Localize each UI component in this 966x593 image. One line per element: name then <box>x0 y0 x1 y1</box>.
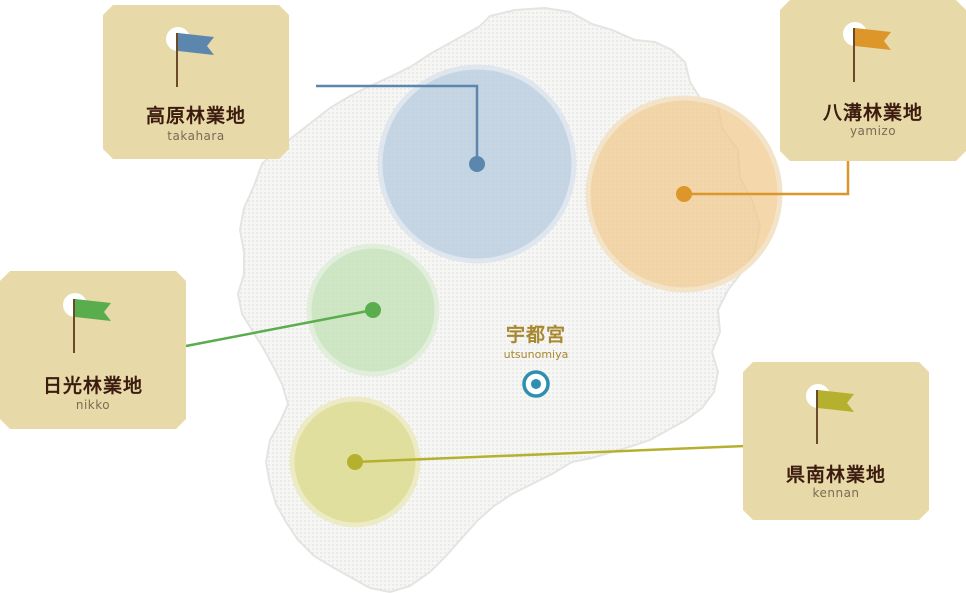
city-reading-label: utsunomiya <box>503 348 569 361</box>
city-label: 宇都宮 <box>505 324 566 346</box>
takahara-card[interactable]: 高原林業地 takahara <box>103 5 289 159</box>
kennan-reading: kennan <box>812 486 860 500</box>
nikko-reading: nikko <box>75 398 111 412</box>
yamizo-reading: yamizo <box>849 124 897 138</box>
yamizo-card[interactable]: 八溝林業地 yamizo <box>780 0 966 161</box>
kennan-card[interactable]: 県南林業地 kennan <box>743 362 929 520</box>
nikko-center-dot <box>365 302 381 318</box>
yamizo-title: 八溝林業地 <box>822 102 923 124</box>
target-marker-icon[interactable] <box>522 370 550 398</box>
kennan-leader-line <box>354 444 746 464</box>
nikko-leader-line <box>185 308 374 348</box>
takahara-leader-line <box>316 84 479 164</box>
yamizo-leader-line <box>684 158 850 196</box>
flag-icon <box>166 23 226 89</box>
flag-icon <box>806 380 866 446</box>
takahara-reading: takahara <box>167 129 225 143</box>
flag-icon <box>63 289 123 355</box>
kennan-center-dot <box>347 454 363 470</box>
flag-icon <box>843 18 903 84</box>
kennan-title: 県南林業地 <box>785 464 886 486</box>
takahara-title: 高原林業地 <box>145 105 246 127</box>
yamizo-center-dot <box>676 186 692 202</box>
nikko-card[interactable]: 日光林業地 nikko <box>0 271 186 429</box>
nikko-title: 日光林業地 <box>42 375 143 397</box>
takahara-center-dot <box>469 156 485 172</box>
